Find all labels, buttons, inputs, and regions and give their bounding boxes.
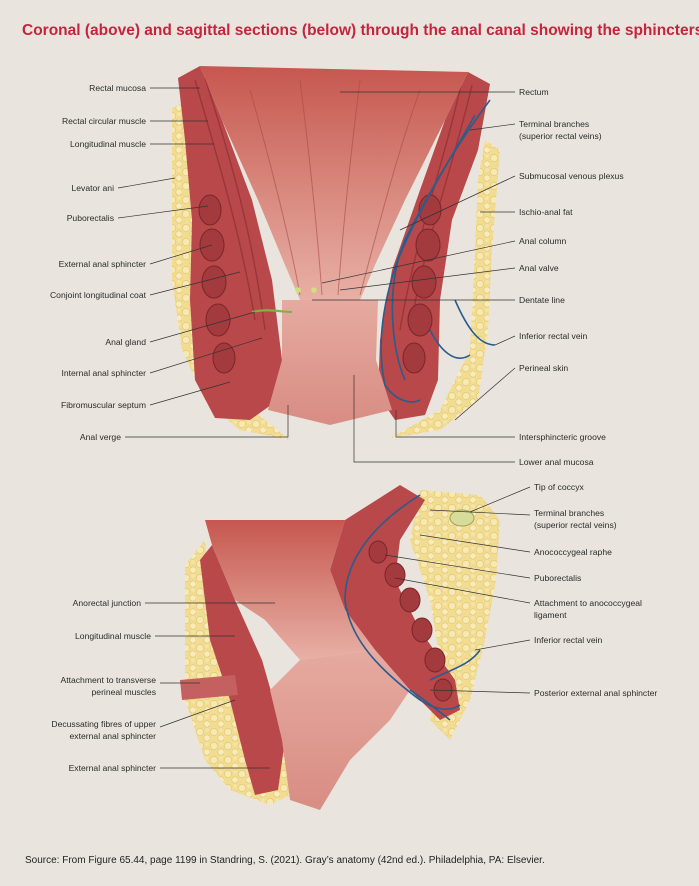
label-lower-anal-mucosa: Lower anal mucosa xyxy=(519,457,594,467)
label-anal-column: Anal column xyxy=(519,236,567,246)
label-levator-ani: Levator ani xyxy=(71,183,114,193)
sagittal-anal-canal xyxy=(270,650,410,810)
coronal-right-labels: Rectum Terminal branches (superior recta… xyxy=(519,87,624,467)
sagittal-veins xyxy=(344,494,481,721)
label-attachment-transverse: Attachment to transverse xyxy=(60,675,156,685)
sagittal-section xyxy=(180,485,500,810)
coronal-left-muscle-wall xyxy=(178,66,282,420)
anal-gland-opening-right xyxy=(311,287,317,293)
label-internal-anal-sphincter: Internal anal sphincter xyxy=(61,368,146,378)
label-rectum: Rectum xyxy=(519,87,549,97)
label-ligament: ligament xyxy=(534,610,567,620)
label-puborectalis: Puborectalis xyxy=(67,213,114,223)
label-tip-of-coccyx: Tip of coccyx xyxy=(534,482,585,492)
anal-gland-duct xyxy=(251,309,293,314)
label-sagittal-external-sphincter: External anal sphincter xyxy=(69,763,157,773)
label-conjoint-longitudinal-coat: Conjoint longitudinal coat xyxy=(50,290,147,300)
label-sagittal-puborectalis: Puborectalis xyxy=(534,573,581,583)
label-anal-verge: Anal verge xyxy=(80,432,121,442)
label-rectal-circular-muscle: Rectal circular muscle xyxy=(62,116,146,126)
transverse-perineal-muscles xyxy=(180,675,238,700)
coccyx-tip xyxy=(449,509,475,527)
source-citation: Source: From Figure 65.44, page 1199 in … xyxy=(25,855,545,866)
label-dentate-line: Dentate line xyxy=(519,295,565,305)
label-superior-rectal-veins: (superior rectal veins) xyxy=(519,131,602,141)
sagittal-rectum-lumen xyxy=(205,520,375,660)
label-attachment-anococcygeal: Attachment to anococcygeal xyxy=(534,598,642,608)
label-perineal-skin: Perineal skin xyxy=(519,363,568,373)
rectum-lumen xyxy=(200,66,468,300)
coronal-section xyxy=(172,66,500,440)
lower-anal-canal xyxy=(268,300,392,425)
label-fibromuscular-septum: Fibromuscular septum xyxy=(61,400,146,410)
label-sagittal-inferior-rectal-vein: Inferior rectal vein xyxy=(534,635,603,645)
label-anococcygeal-raphe: Anococcygeal raphe xyxy=(534,547,612,557)
coronal-leader-lines xyxy=(117,87,516,463)
label-decussating-fibres: Decussating fibres of upper xyxy=(51,719,156,729)
label-anorectal-junction: Anorectal junction xyxy=(73,598,142,608)
label-sagittal-longitudinal-muscle: Longitudinal muscle xyxy=(75,631,151,641)
sagittal-fat-right xyxy=(410,490,500,740)
label-perineal-muscles: perineal muscles xyxy=(92,687,156,697)
puborectalis-bundles xyxy=(368,540,453,702)
sagittal-left-labels: Anorectal junction Longitudinal muscle A… xyxy=(51,598,156,773)
label-posterior-external-sphincter: Posterior external anal sphincter xyxy=(534,688,657,698)
figure-title: Coronal (above) and sagittal sections (b… xyxy=(22,22,699,39)
label-upper-external-sphincter: external anal sphincter xyxy=(70,731,157,741)
label-intersphincteric-groove: Intersphincteric groove xyxy=(519,432,606,442)
sagittal-muscle-front xyxy=(200,545,285,795)
label-submucosal-venous-plexus: Submucosal venous plexus xyxy=(519,171,624,181)
label-sagittal-terminal-branches: Terminal branches xyxy=(534,508,604,518)
sagittal-leader-lines xyxy=(145,486,531,769)
label-sagittal-superior-rectal-veins: (superior rectal veins) xyxy=(534,520,617,530)
label-rectal-mucosa: Rectal mucosa xyxy=(89,83,146,93)
coronal-left-labels: Rectal mucosa Rectal circular muscle Lon… xyxy=(50,83,147,442)
ischio-anal-fat-right xyxy=(390,140,500,438)
sagittal-right-labels: Tip of coccyx Terminal branches (superio… xyxy=(534,482,657,698)
label-anal-valve: Anal valve xyxy=(519,263,559,273)
label-inferior-rectal-vein: Inferior rectal vein xyxy=(519,331,588,341)
label-ischio-anal-fat: Ischio-anal fat xyxy=(519,207,573,217)
coronal-veins xyxy=(380,99,496,403)
label-external-anal-sphincter: External anal sphincter xyxy=(59,259,147,269)
anal-gland-opening-left xyxy=(295,287,301,293)
label-anal-gland: Anal gland xyxy=(105,337,146,347)
label-terminal-branches: Terminal branches xyxy=(519,119,589,129)
label-longitudinal-muscle: Longitudinal muscle xyxy=(70,139,146,149)
